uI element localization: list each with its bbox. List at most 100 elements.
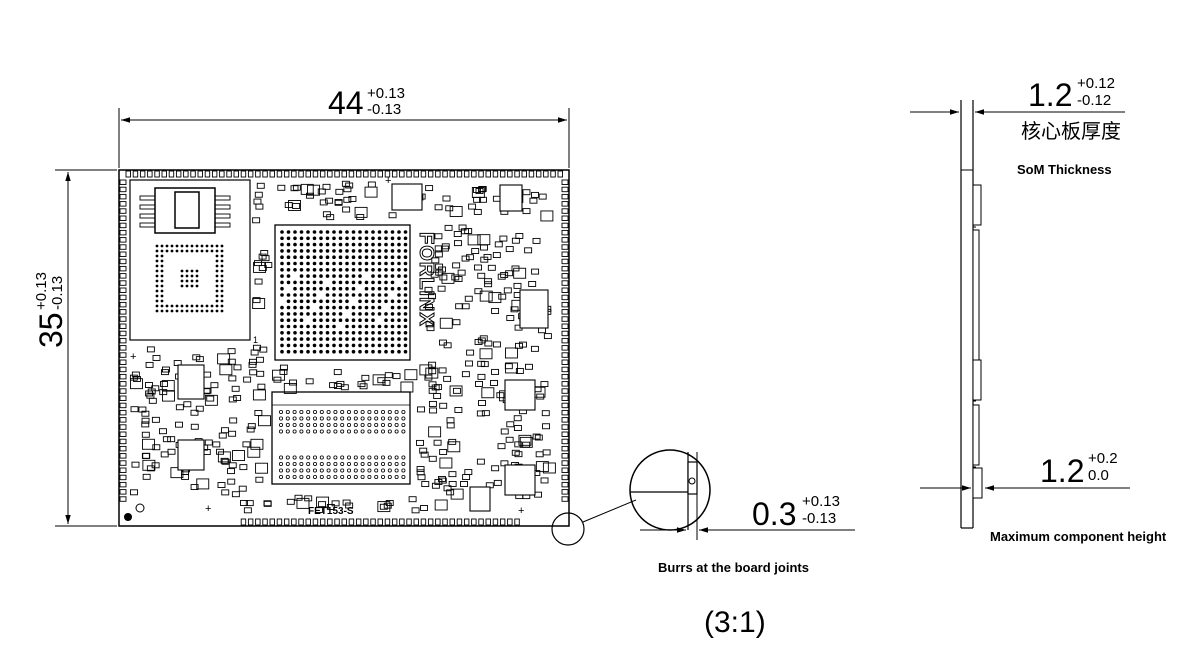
smd-component <box>434 499 448 511</box>
bga-ball <box>165 244 169 248</box>
edge-pads-top <box>125 170 563 178</box>
bga-ball <box>299 422 304 427</box>
bga-ball <box>384 268 388 272</box>
smd-component <box>245 500 254 507</box>
edge-pad <box>291 518 297 526</box>
smd-component <box>460 481 468 487</box>
bga-ball <box>215 254 219 258</box>
smd-component <box>145 361 154 368</box>
edge-pads-right <box>561 179 569 502</box>
bga-ball <box>390 312 395 316</box>
bga-ball <box>390 324 395 329</box>
bga-ball <box>312 230 317 234</box>
bga-ball <box>155 304 159 308</box>
bga-ball <box>160 309 164 313</box>
bga-ball <box>286 349 291 354</box>
smd-component <box>515 233 524 239</box>
smd-component <box>532 433 541 440</box>
smd-component <box>428 455 437 462</box>
bga-ball <box>377 312 382 316</box>
edge-pad <box>119 352 127 358</box>
bga-ball <box>338 305 343 310</box>
bga-ball <box>278 461 283 466</box>
smd-component <box>476 458 485 465</box>
bga-ball <box>319 318 323 323</box>
bga-ball <box>374 422 379 427</box>
bga-ball <box>358 331 362 335</box>
edge-pad <box>456 518 463 526</box>
bga-ball <box>286 274 291 278</box>
bga-ball <box>326 409 331 414</box>
bga-ball <box>403 249 408 253</box>
smd-component <box>288 200 301 211</box>
edge-pad <box>269 518 275 526</box>
edge-pad <box>226 170 232 178</box>
smd-component <box>240 499 248 506</box>
bga-ball <box>312 255 317 259</box>
smd-component <box>318 501 327 508</box>
bga-ball <box>205 304 209 308</box>
edge-pad <box>561 337 569 344</box>
bga-ball <box>286 312 291 316</box>
bga-ball <box>345 337 349 341</box>
smd-component <box>254 278 263 285</box>
edge-pad <box>175 170 182 178</box>
bga-ball <box>286 318 291 323</box>
bga-ball <box>210 309 214 313</box>
bga-ball <box>377 299 382 304</box>
bga-ball <box>215 294 219 298</box>
bga-ball <box>215 264 219 268</box>
smd-component <box>478 400 486 406</box>
smd-component <box>442 195 451 202</box>
bga-ball <box>293 286 297 291</box>
smd-component <box>535 461 549 473</box>
bga-ball <box>397 236 401 241</box>
smd-component <box>461 371 470 378</box>
bga-ball <box>403 337 408 341</box>
smd-component <box>497 273 506 280</box>
bga-ball <box>387 422 392 427</box>
bga-ball <box>390 236 395 241</box>
smd-component <box>170 467 184 479</box>
smd-component <box>325 197 334 204</box>
chip-lead <box>139 222 156 228</box>
bga-ball <box>293 236 297 241</box>
bga-ball <box>160 269 164 273</box>
passive-components <box>129 180 556 514</box>
bga-ball <box>358 318 362 323</box>
bga-ball <box>351 280 356 285</box>
smd-component <box>259 346 268 353</box>
smd-component <box>443 485 452 492</box>
edge-pad <box>561 179 569 185</box>
bga-ball <box>299 409 304 414</box>
bga-ball <box>345 242 349 247</box>
smd-component <box>232 450 245 462</box>
edge-pad <box>119 193 127 200</box>
smd-component <box>204 439 213 446</box>
bga-ball <box>312 280 317 285</box>
bga-ball <box>319 255 323 259</box>
bga-ball <box>394 409 399 414</box>
edge-pad <box>561 352 569 358</box>
bga-ball <box>351 242 356 247</box>
bga-ball <box>280 324 284 329</box>
smd-component <box>529 197 538 204</box>
bga-ball <box>333 409 338 414</box>
edge-pad <box>125 170 131 178</box>
smd-component <box>528 281 537 287</box>
bga-ball <box>293 318 297 323</box>
bga-ball <box>319 474 324 479</box>
bga-ball <box>397 274 401 278</box>
bga-ball <box>312 274 317 278</box>
bga-ball <box>319 299 323 304</box>
smd-component <box>231 385 240 392</box>
bga-ball <box>286 280 291 285</box>
bga-ball <box>380 474 385 479</box>
bga-ball <box>332 236 336 241</box>
bga-ball <box>371 280 375 285</box>
smd-component <box>536 393 545 400</box>
bga-ball <box>340 468 345 473</box>
bga-ball <box>155 249 159 253</box>
bga-ball <box>390 343 395 348</box>
smd-component <box>264 262 273 268</box>
